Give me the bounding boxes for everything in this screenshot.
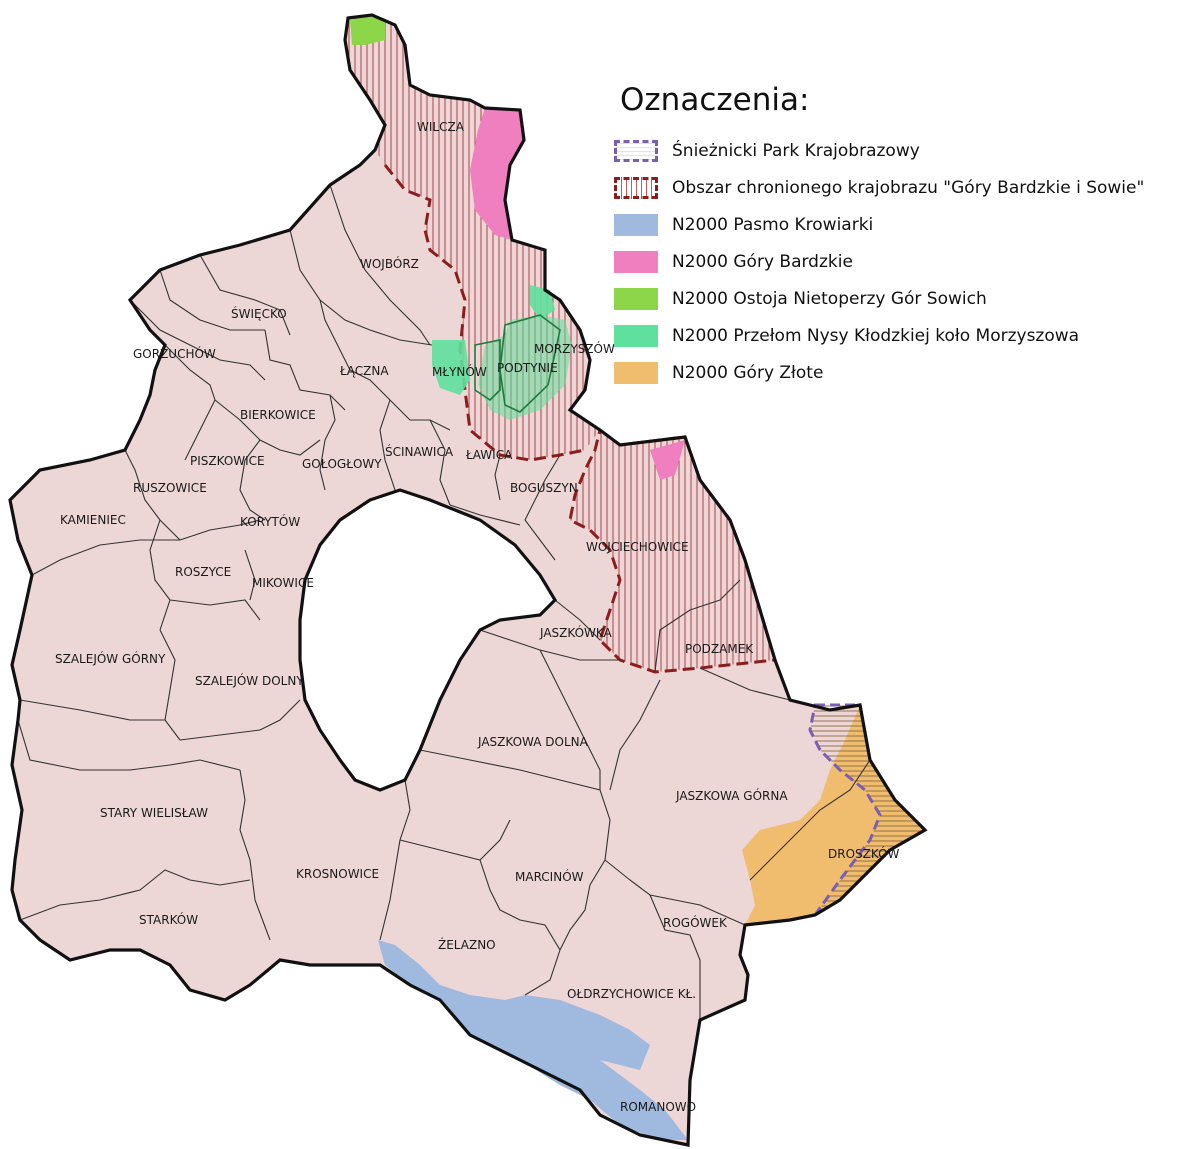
village-label: JASZKOWA GÓRNA: [675, 788, 788, 803]
village-label: RUSZOWICE: [133, 481, 207, 495]
village-label: WOJBÓRZ: [360, 256, 419, 271]
legend-label: N2000 Przełom Nysy Kłodzkiej koło Morzys…: [672, 325, 1080, 346]
legend-item-ostoja-nietoperzy: N2000 Ostoja Nietoperzy Gór Sowich: [614, 280, 1197, 317]
n2000-przelom-nysy-area-3: [478, 315, 572, 420]
okk-border-north: [383, 164, 586, 462]
village-label: ROSZYCE: [175, 565, 231, 579]
sniezicki-park-hatch: [810, 705, 925, 915]
obszar-chronionego-krajobrazu-south: [570, 430, 775, 672]
przelom-border-1: [474, 339, 501, 402]
village-label: JASZKOWA DOLNA: [477, 735, 589, 749]
n2000-przelom-nysy-area: [432, 340, 470, 395]
n2000-pasmo-krowiarki-area: [378, 940, 688, 1140]
legend-label: N2000 Ostoja Nietoperzy Gór Sowich: [672, 288, 987, 309]
village-boundaries: [17, 184, 871, 1020]
village-label: GORZUCHÓW: [133, 346, 216, 361]
legend-item-sniezicki-park: Śnieżnicki Park Krajobrazowy: [614, 132, 1197, 169]
village-label: DROSZKÓW: [828, 846, 900, 861]
village-label: MORZYSZÓW: [534, 341, 615, 356]
village-label: OŁDRZYCHOWICE KŁ.: [567, 987, 696, 1001]
village-label: WILCZA: [417, 120, 465, 134]
commune-border: [8, 13, 928, 1147]
orange-swatch-icon: [614, 361, 658, 384]
village-label: ŁAWICA: [465, 448, 513, 462]
village-label: ROGÓWEK: [663, 915, 728, 930]
village-label: JASZKÓWKA: [539, 625, 613, 640]
legend-label: N2000 Góry Złote: [672, 362, 824, 383]
n2000-gory-bardzkie-area-north: [470, 108, 524, 240]
dashed-red-swatch-icon: [614, 176, 658, 199]
village-label: MŁYNÓW: [432, 364, 487, 379]
legend-label: N2000 Pasmo Krowiarki: [672, 214, 874, 235]
village-label: PISZKOWICE: [190, 454, 265, 468]
przelom-border-2: [499, 314, 561, 413]
village-label: ŚCINAWICA: [385, 444, 454, 459]
village-label: ŚWIĘCKO: [231, 306, 287, 321]
legend-label: Obszar chronionego krajobrazu "Góry Bard…: [672, 177, 1145, 198]
village-label: MIKOWICE: [252, 576, 314, 590]
legend-item-gory-zlote: N2000 Góry Złote: [614, 354, 1197, 391]
village-label: KORYTÓW: [240, 514, 300, 529]
n2000-gory-zlote-area: [742, 705, 925, 925]
legend-label: N2000 Góry Bardzkie: [672, 251, 853, 272]
village-label: BIERKOWICE: [240, 408, 316, 422]
village-label: PODZAMEK: [685, 642, 754, 656]
village-label: PODTYNIE: [497, 361, 558, 375]
green-swatch-icon: [614, 287, 658, 310]
legend-item-przelom-nysy: N2000 Przełom Nysy Kłodzkiej koło Morzys…: [614, 317, 1197, 354]
village-label: KAMIENIEC: [60, 513, 126, 527]
n2000-ostoja-nietoperzy-area: [350, 16, 385, 45]
village-label: MARCINÓW: [515, 869, 584, 884]
legend-label: Śnieżnicki Park Krajobrazowy: [672, 140, 920, 161]
n2000-gory-bardzkie-area-south: [650, 440, 685, 480]
village-label: SZALEJÓW DOLNY: [195, 673, 304, 688]
blue-swatch-icon: [614, 213, 658, 236]
village-label: GOŁOGŁOWY: [302, 457, 382, 471]
legend-item-gory-bardzkie: N2000 Góry Bardzkie: [614, 243, 1197, 280]
dashed-purple-swatch-icon: [614, 139, 658, 162]
village-label: WOJCIECHOWICE: [586, 540, 689, 554]
map-legend: Oznaczenia: Śnieżnicki Park Krajobrazowy…: [614, 82, 1197, 391]
legend-item-pasmo-krowiarki: N2000 Pasmo Krowiarki: [614, 206, 1197, 243]
village-label: KROSNOWICE: [296, 867, 379, 881]
commune-area: [10, 15, 925, 1145]
village-label: SZALEJÓW GÓRNY: [55, 651, 166, 666]
village-label: ROMANOWO: [620, 1100, 696, 1114]
village-label: STARKÓW: [139, 912, 198, 927]
village-label: ŁĄCZNA: [339, 364, 389, 378]
pink-swatch-icon: [614, 250, 658, 273]
legend-title: Oznaczenia:: [620, 82, 810, 118]
legend-item-obszar-chronionego: Obszar chronionego krajobrazu "Góry Bard…: [614, 169, 1197, 206]
village-label: STARY WIELISŁAW: [100, 806, 208, 820]
village-label: ŻELAZNO: [438, 937, 496, 952]
mint-swatch-icon: [614, 324, 658, 347]
village-label: BOGUSZYN: [510, 481, 578, 495]
